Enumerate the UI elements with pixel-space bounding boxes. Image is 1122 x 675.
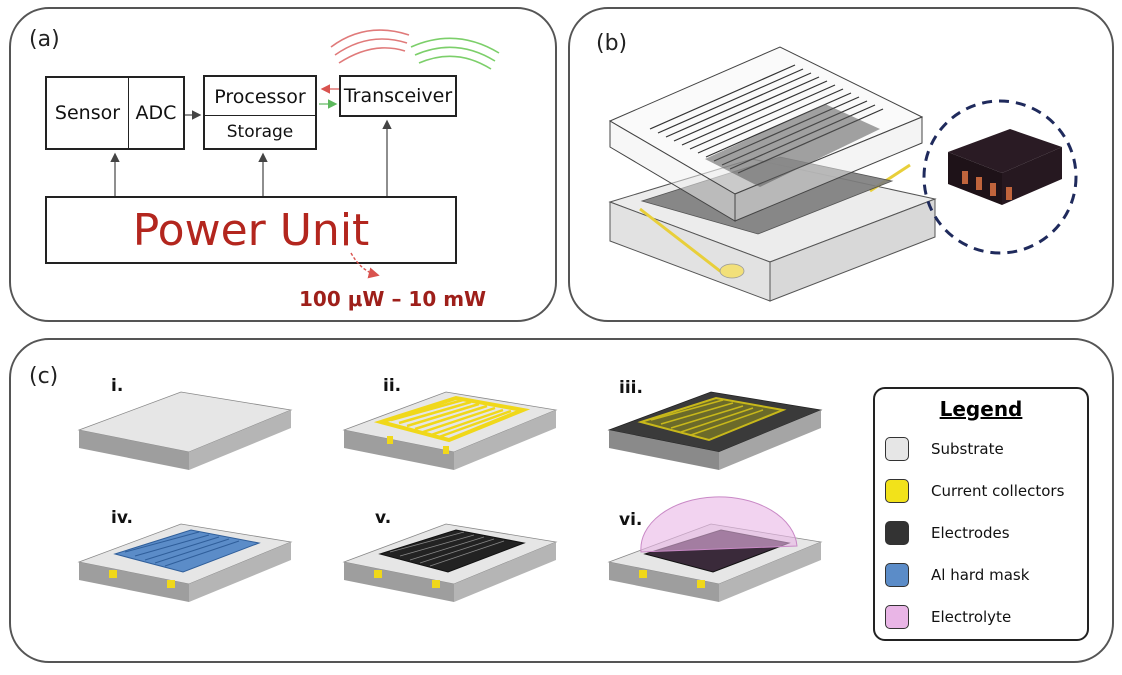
legend-item-al-hard-mask: Al hard mask	[885, 563, 1029, 587]
adc-label: ADC	[135, 102, 177, 124]
storage-label: Storage	[226, 122, 294, 142]
chip-top	[948, 129, 1062, 173]
step-v-electrodes-patterned	[342, 523, 558, 602]
cover-side	[734, 116, 923, 222]
legend-item-substrate: Substrate	[885, 437, 1004, 461]
panel-a: (a) Sensor ADC Processor Storage Transce…	[9, 7, 557, 322]
legend-label-electrodes: Electrodes	[931, 524, 1010, 542]
legend-label-substrate: Substrate	[931, 440, 1004, 458]
step-i-substrate	[77, 391, 293, 470]
power-unit-box: Power Unit	[45, 196, 457, 264]
legend-swatch-substrate	[885, 437, 909, 461]
panel-b: (b)	[568, 7, 1114, 322]
power-unit-label: Power Unit	[132, 204, 370, 256]
legend-swatch-current-collectors	[885, 479, 909, 503]
panel-a-label: (a)	[29, 27, 60, 52]
step-label-v: v.	[375, 508, 392, 528]
step-label-i: i.	[111, 376, 124, 396]
legend-item-electrodes: Electrodes	[885, 521, 1010, 545]
transceiver-box: Transceiver	[339, 75, 457, 117]
panel-c: (c) i. ii. iii. iv. v. vi.	[9, 338, 1114, 663]
legend-swatch-al-hard-mask	[885, 563, 909, 587]
power-range-label: 100 μW – 10 mW	[299, 287, 487, 311]
storage-box: Storage	[203, 115, 317, 150]
step-iii-electrodes	[607, 391, 823, 470]
step-label-vi: vi.	[619, 510, 643, 530]
connection-arrows	[110, 84, 392, 279]
step-iv-al-hard-mask	[77, 523, 293, 602]
legend-label-current-collectors: Current collectors	[931, 482, 1065, 500]
panel-c-label: (c)	[29, 364, 59, 389]
chip-front	[948, 152, 1002, 205]
contact-pad	[719, 263, 745, 279]
legend-title: Legend	[939, 397, 1023, 421]
fabrication-steps	[77, 391, 823, 602]
transceiver-label: Transceiver	[343, 85, 453, 107]
electrolyte-dome	[640, 496, 798, 553]
processor-label: Processor	[214, 85, 306, 108]
chip-side	[1002, 147, 1062, 205]
legend: Legend Substrate Current collectors Elec…	[873, 387, 1089, 641]
adc-box: ADC	[128, 76, 185, 150]
legend-swatch-electrolyte	[885, 605, 909, 629]
step-label-ii: ii.	[383, 376, 402, 396]
legend-item-current-collectors: Current collectors	[885, 479, 1064, 503]
device-exploded-view	[608, 46, 1078, 302]
sensor-label: Sensor	[54, 102, 121, 124]
panel-b-label: (b)	[596, 31, 628, 56]
substrate-side	[769, 198, 936, 302]
legend-swatch-electrodes	[885, 521, 909, 545]
wireless-signal-icon	[330, 29, 500, 70]
step-ii-current-collectors	[342, 391, 558, 470]
step-label-iv: iv.	[111, 508, 133, 528]
chip-zoom-circle	[922, 99, 1078, 255]
step-vi-electrolyte	[607, 496, 823, 602]
processor-box: Processor	[203, 75, 317, 117]
chip-pins	[962, 171, 1012, 200]
legend-item-electrolyte: Electrolyte	[885, 605, 1011, 629]
step-label-iii: iii.	[619, 378, 643, 398]
legend-label-electrolyte: Electrolyte	[931, 608, 1012, 626]
legend-label-al-hard-mask: Al hard mask	[931, 566, 1030, 584]
